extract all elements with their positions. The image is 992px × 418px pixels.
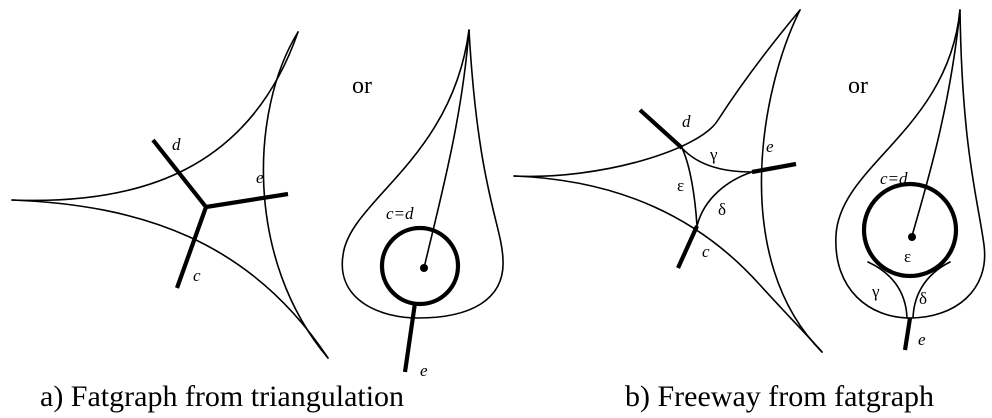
teardrop-b-outline [835,9,986,319]
label-b-e: e [766,137,774,156]
label-b-c: c [702,242,710,261]
panel-a: d e c or c=d e a) Fatgraph from triangul… [11,29,504,413]
label-a-d: d [172,135,181,154]
fatgraph-b-edge-e [751,161,797,175]
triangle-b-right-edge [760,9,823,353]
fatgraph-a-edge-e [205,191,289,210]
fatgraph-a-edge-c [175,206,208,289]
fatgraph-b-loop-cd [861,181,959,279]
teardrop-b-inner-arc [911,9,961,237]
label-a-e2: e [420,361,428,380]
label-b-delta2: δ [919,289,927,308]
fatgraph-a-edge-d [151,138,208,209]
label-b-d: d [682,112,691,131]
triangle-b-top-edge [513,9,801,178]
label-b-cd: c=d [880,169,908,188]
fatgraph-b-edge-e2 [902,317,913,351]
caption-a: a) Fatgraph from triangulation [40,380,404,413]
caption-b: b) Freeway from fatgraph [625,380,934,413]
freeway-b-center [681,147,753,227]
label-b-epsilon2: ε [904,247,911,266]
triangle-a-bottom-edge [11,199,329,359]
label-a-e: e [256,168,264,187]
or-label-a: or [352,73,372,99]
panel-b: d e c γ ε δ or c=d ε γ δ e b) Freeway fr… [513,9,986,413]
label-b-e2: e [918,330,926,349]
triangle-b-bottom-edge [513,175,823,353]
fatgraph-a-edge-e2 [402,302,418,373]
label-b-delta: δ [718,200,726,219]
triangle-a-right-edge [262,31,329,359]
fatgraph-b-edge-c [676,225,699,269]
label-b-gamma2: γ [871,282,880,301]
label-a-cd: c=d [386,204,414,223]
teardrop-a-outline [341,29,504,319]
freeway-b-loop-boundary-right [912,261,951,319]
fatgraph-a-loop-cd [379,225,461,307]
fatgraph-b-edge-d [638,108,684,150]
freeway-b-loop-boundary [867,261,908,319]
label-b-epsilon: ε [677,176,684,195]
teardrop-a-inner-arc [423,29,470,269]
puncture-a-dot [420,264,428,272]
or-label-b: or [848,73,868,99]
label-b-gamma: γ [709,145,718,164]
puncture-b-dot [908,233,916,241]
label-a-c: c [193,266,201,285]
